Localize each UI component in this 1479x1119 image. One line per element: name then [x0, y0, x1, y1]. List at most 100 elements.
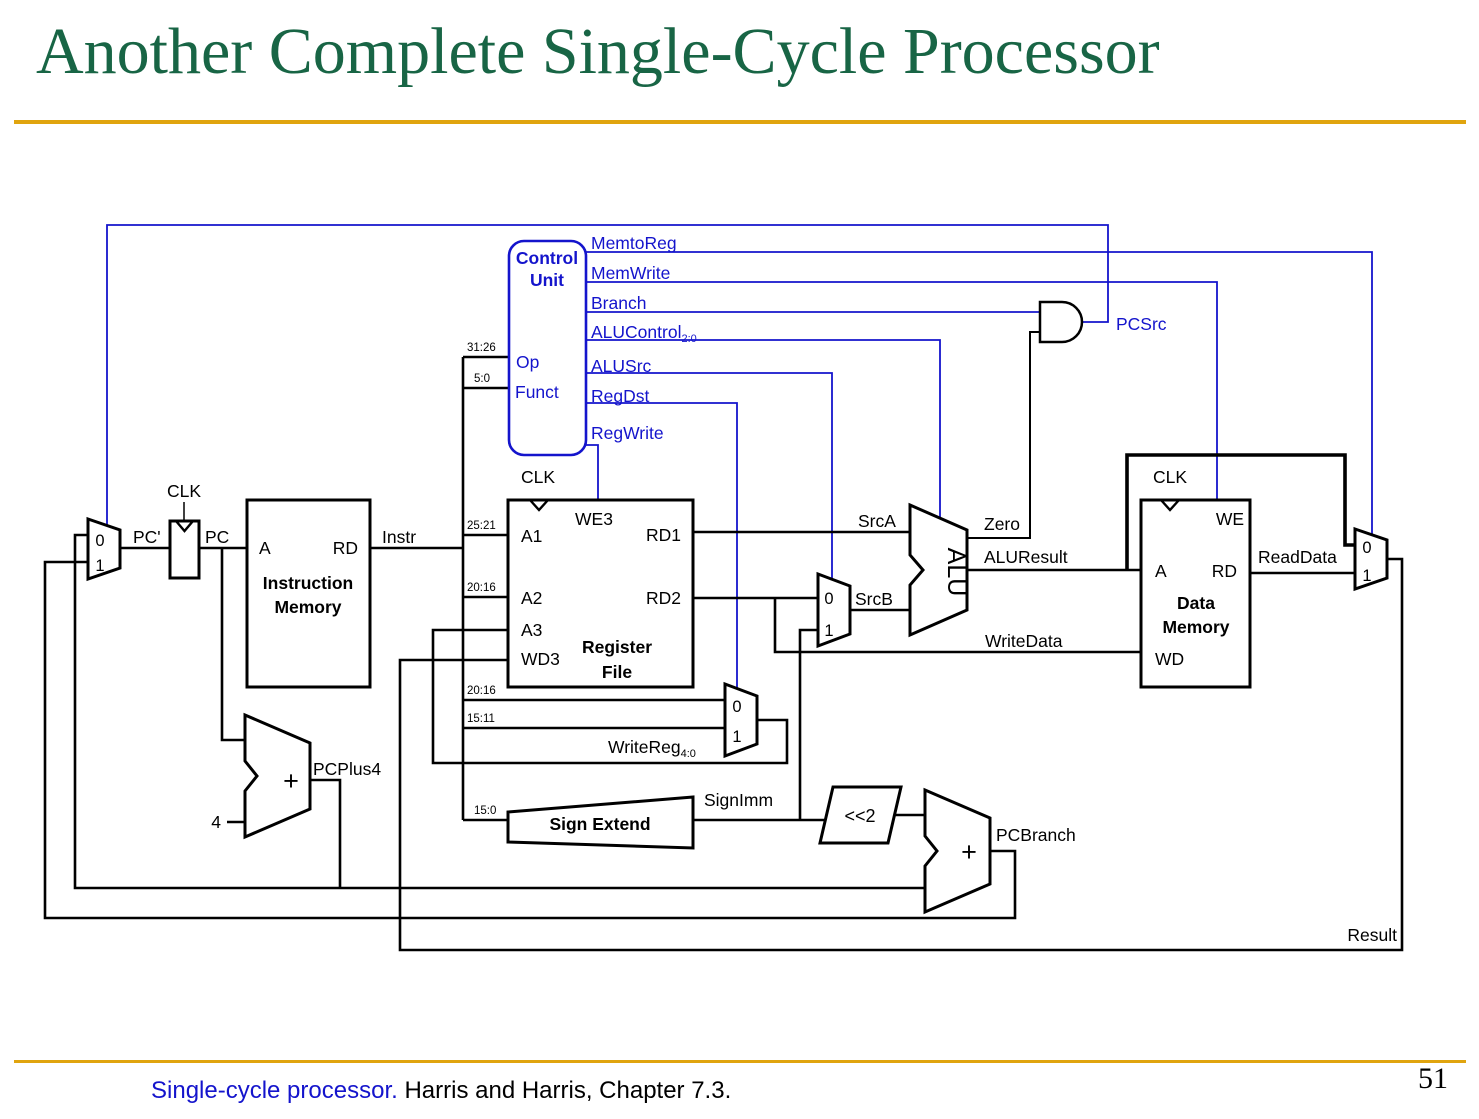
- pc-mux-in1: 1: [95, 557, 104, 575]
- sign-extend-box: [506, 795, 695, 850]
- control-unit-title-1: Control: [516, 248, 578, 268]
- srca-label: SrcA: [858, 511, 896, 531]
- alusrc-mux-in0: 0: [824, 590, 833, 608]
- instruction-memory-box: [245, 498, 372, 689]
- bitfield-imm: 15:0: [474, 805, 496, 817]
- imem-rd-port: RD: [333, 538, 358, 558]
- signal-alucontrol: ALUControl2:0: [591, 322, 697, 345]
- dmem-name-1: Data: [1177, 593, 1215, 613]
- pcplus4-label: PCPlus4: [313, 759, 381, 779]
- wire-aluresult-bypass: [1125, 453, 1355, 570]
- wire-pcplus4: [73, 533, 925, 890]
- regfile-name-1: Register: [582, 637, 652, 657]
- dmem-wd-port: WD: [1155, 649, 1184, 669]
- wire-pc: [199, 546, 247, 742]
- signal-memtoreg: MemtoReg: [591, 233, 677, 253]
- alusrc-mux-in1: 1: [824, 622, 833, 640]
- pcplus4-plus-sign: +: [283, 766, 299, 796]
- page-number: 51: [1418, 1062, 1448, 1095]
- control-wires: [106, 224, 1373, 690]
- sign-extend-name: Sign Extend: [549, 814, 650, 834]
- slide-title: Another Complete Single-Cycle Processor: [36, 15, 1160, 88]
- readdata-label: ReadData: [1258, 547, 1337, 567]
- regfile-rd1-port: RD1: [646, 525, 681, 545]
- wire-alucontrol: [586, 339, 941, 519]
- memtoreg-mux: [1353, 526, 1389, 592]
- signal-regwrite: RegWrite: [591, 423, 664, 443]
- pc-mux-in0: 0: [95, 532, 104, 550]
- footer-link[interactable]: Single-cycle processor.: [151, 1077, 398, 1104]
- footer: Single-cycle processor. Harris and Harri…: [151, 1077, 731, 1105]
- bitfield-rs: 25:21: [467, 520, 496, 532]
- aluresult-label: ALUResult: [984, 547, 1068, 567]
- wire-zero: [967, 331, 1040, 539]
- signal-memwrite: MemWrite: [591, 263, 670, 283]
- pc-label: PC: [205, 527, 229, 547]
- signimm-label: SignImm: [704, 790, 773, 810]
- footer-citation: Harris and Harris, Chapter 7.3.: [404, 1077, 732, 1104]
- signal-pcsrc: PCSrc: [1116, 314, 1167, 334]
- clk-pc-label: CLK: [167, 481, 201, 501]
- regdst-mux-in0: 0: [732, 698, 741, 716]
- wire-instr-bus: [370, 355, 725, 822]
- shift-left-2-label: <<2: [844, 806, 875, 826]
- four-label: 4: [211, 812, 221, 832]
- signal-regdst: RegDst: [591, 386, 649, 406]
- bitfield-rt-mux: 20:16: [467, 685, 496, 697]
- regfile-wd3-port: WD3: [521, 649, 560, 669]
- imem-name-2: Memory: [274, 597, 341, 617]
- imem-name-1: Instruction: [263, 573, 353, 593]
- bitfield-funct: 5:0: [474, 373, 490, 385]
- data-memory-box: [1139, 498, 1252, 689]
- signal-alusrc: ALUSrc: [591, 356, 652, 376]
- wire-memtoreg: [586, 251, 1373, 535]
- regfile-clock-wedge-icon: [529, 499, 549, 512]
- regfile-a3-port: A3: [521, 620, 542, 640]
- writedata-label: WriteData: [985, 631, 1063, 651]
- pc-clock-wedge-icon: [175, 520, 194, 533]
- imem-a-port: A: [259, 538, 271, 558]
- result-label: Result: [1347, 925, 1397, 945]
- bitfield-op: 31:26: [467, 342, 496, 354]
- wire-writereg: [431, 628, 789, 765]
- datapath-wires: [43, 331, 1404, 952]
- footer-rule: [14, 1060, 1466, 1063]
- memtoreg-mux-in1: 1: [1362, 567, 1371, 585]
- dmem-a-port: A: [1155, 561, 1167, 581]
- control-unit-title-2: Unit: [530, 270, 564, 290]
- pcsrc-and-gate: [1038, 300, 1084, 344]
- control-unit-box: [507, 239, 588, 457]
- wire-rd2-writedata: [693, 596, 1141, 654]
- regfile-a2-port: A2: [521, 588, 542, 608]
- regfile-rd2-port: RD2: [646, 588, 681, 608]
- zero-label: Zero: [984, 514, 1020, 534]
- pcbranch-label: PCBranch: [996, 825, 1076, 845]
- clk-dmem-label: CLK: [1153, 467, 1187, 487]
- signal-branch: Branch: [591, 293, 646, 313]
- writereg-label: WriteReg4:0: [608, 737, 696, 760]
- alu-name: ALU: [942, 548, 970, 597]
- shift-left-2-box: [818, 785, 903, 845]
- bitfield-rd-mux: 15:11: [467, 713, 495, 725]
- alu-shape: [908, 502, 969, 638]
- diagram-labels: Control Unit Op Funct MemtoReg MemWrite …: [95, 233, 1397, 945]
- pcplus4-adder: [243, 712, 312, 840]
- wire-alusrc: [586, 372, 833, 580]
- pc-next-label: PC': [133, 527, 161, 547]
- pc-mux: [86, 516, 122, 582]
- wire-pcsrc: [106, 224, 1109, 526]
- regfile-we3-port: WE3: [575, 509, 613, 529]
- dmem-name-2: Memory: [1162, 617, 1229, 637]
- regdst-mux-in1: 1: [732, 728, 741, 746]
- wire-memwrite: [586, 281, 1218, 500]
- regfile-name-2: File: [602, 662, 632, 682]
- pcbranch-plus-sign: +: [961, 837, 977, 867]
- pcbranch-adder: [923, 787, 992, 915]
- control-funct-label: Funct: [515, 382, 559, 402]
- wire-pcbranch: [43, 560, 1017, 920]
- blocks: [86, 239, 1389, 915]
- memtoreg-mux-in0: 0: [1362, 539, 1371, 557]
- dmem-clock-wedge-icon: [1160, 499, 1180, 512]
- wire-result: [398, 557, 1404, 952]
